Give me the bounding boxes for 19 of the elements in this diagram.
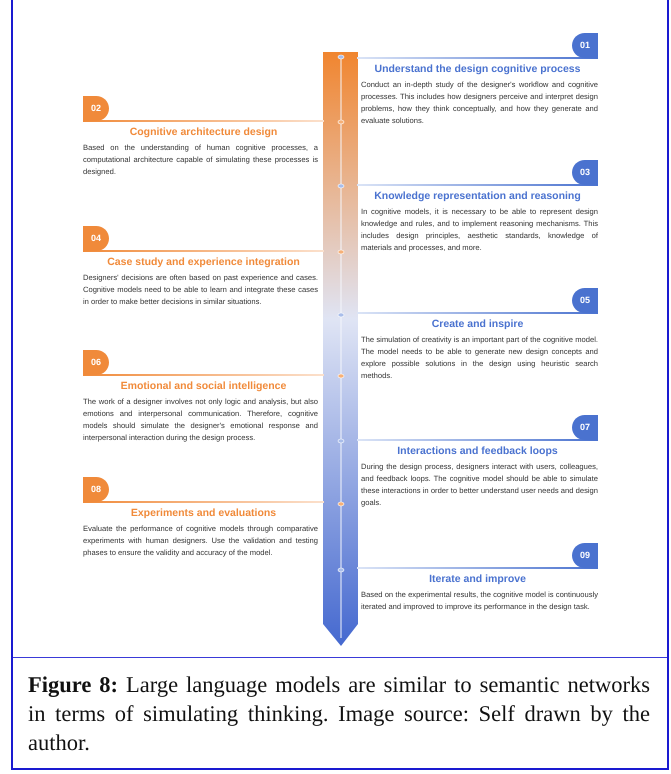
step-number: 06: [83, 350, 109, 375]
step-number: 08: [83, 477, 109, 502]
step-title: Cognitive architecture design: [128, 126, 278, 138]
step-number: 01: [572, 33, 598, 58]
step-number: 03: [572, 160, 598, 185]
step-title: Case study and experience integration: [106, 256, 301, 268]
figure-caption: Figure 8: Large language models are similar to semantic networks in terms of simulating thinking. Image source: Self drawn by the author.: [28, 671, 650, 757]
step-number: 09: [572, 543, 598, 568]
step-number: 04: [83, 226, 109, 251]
step-number: 05: [572, 288, 598, 313]
step-number: 07: [572, 415, 598, 440]
step-title: Iterate and improve: [428, 573, 527, 585]
step-title: Understand the design cognitive process: [374, 63, 582, 75]
step-title: Interactions and feedback loops: [396, 445, 559, 457]
step-title: Knowledge representation and reasoning: [373, 190, 582, 202]
step-title: Emotional and social intelligence: [120, 380, 288, 392]
step-title: Create and inspire: [430, 318, 524, 330]
step-number: 02: [83, 96, 109, 121]
step-title: Experiments and evaluations: [130, 507, 278, 519]
